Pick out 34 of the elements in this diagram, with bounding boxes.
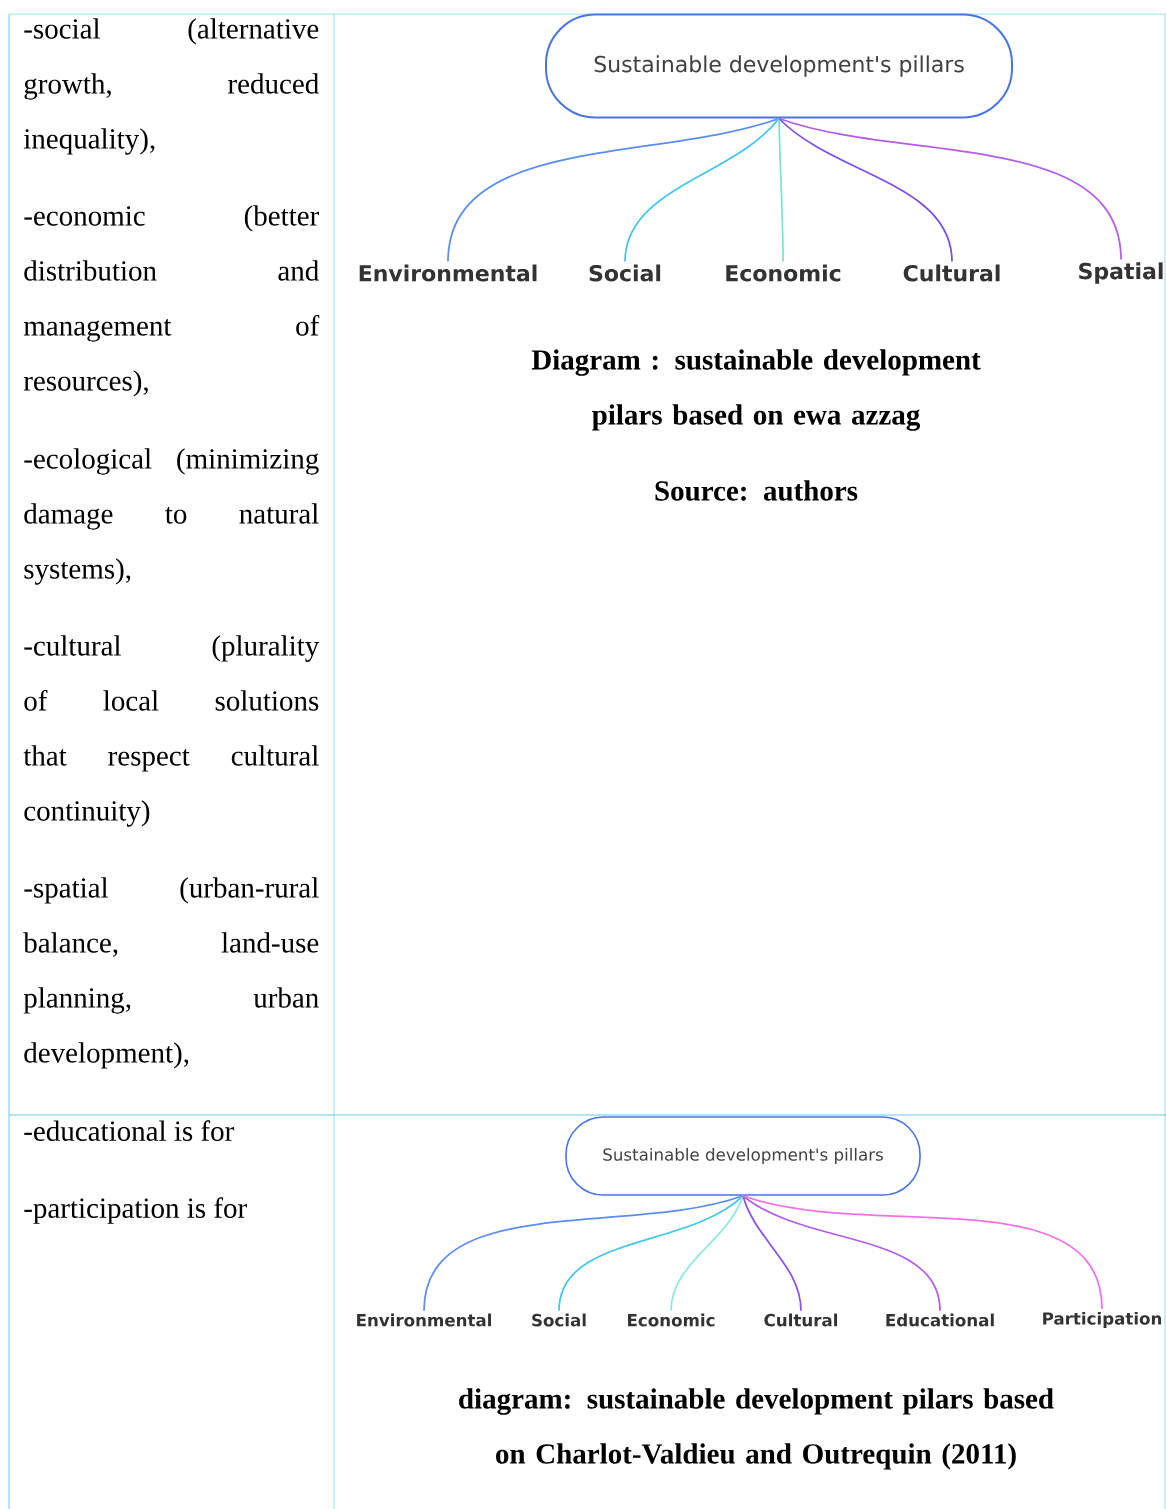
connector-line <box>778 117 1122 261</box>
connector-line <box>558 1194 744 1312</box>
connector-line <box>742 1194 1103 1310</box>
pillar-label: Educational <box>886 1313 994 1327</box>
pillar-label: Economic <box>628 1313 715 1327</box>
paragraph: -economic (better distribution and management of resources), <box>23 205 320 397</box>
pillar-label: Spatial <box>1079 262 1163 284</box>
connector-line <box>670 1194 744 1312</box>
pillar-label: Economic <box>726 264 841 282</box>
caption: diagram: sustainable development pilars based on Charlot-Valdieu and Outrequin (2011) <box>459 1388 1054 1470</box>
caption: Diagram : sustainable development pilars based on ewa azzag <box>531 349 981 431</box>
paragraph: -social (alternative growth, reduced inequality), <box>23 18 319 155</box>
pillar-label: Social <box>589 264 661 282</box>
pillar-label: Social <box>532 1313 586 1327</box>
connector-line <box>423 1194 744 1312</box>
pillar-root-box: Sustainable development's pillars <box>565 1116 921 1196</box>
pillar-root-box: Sustainable development's pillars <box>545 13 1013 119</box>
caption: Source: authors <box>655 480 858 501</box>
connector-line <box>624 117 780 263</box>
pillar-label: Participation <box>1043 1311 1162 1329</box>
paragraph: -participation is for <box>24 1197 247 1224</box>
connector-line <box>447 117 780 263</box>
pillar-label: Environmental <box>357 1313 491 1327</box>
pillar-label: Cultural <box>903 264 1000 282</box>
paragraph: -educational is for <box>24 1120 234 1141</box>
paragraph: -cultural (plurality of local solutions that respect cultural continuity) <box>23 635 320 827</box>
paragraph: -ecological (minimizing damage to natural systems), <box>24 448 319 585</box>
connector-line <box>742 1194 802 1312</box>
connector-line <box>778 117 784 263</box>
paragraph: -spatial (urban-rural balance, land-use planning, urban development), <box>23 877 319 1069</box>
connector-line <box>778 117 953 263</box>
pillar-label: Cultural <box>764 1313 837 1327</box>
pillar-label: Environmental <box>359 264 537 282</box>
connector-line <box>742 1194 941 1312</box>
